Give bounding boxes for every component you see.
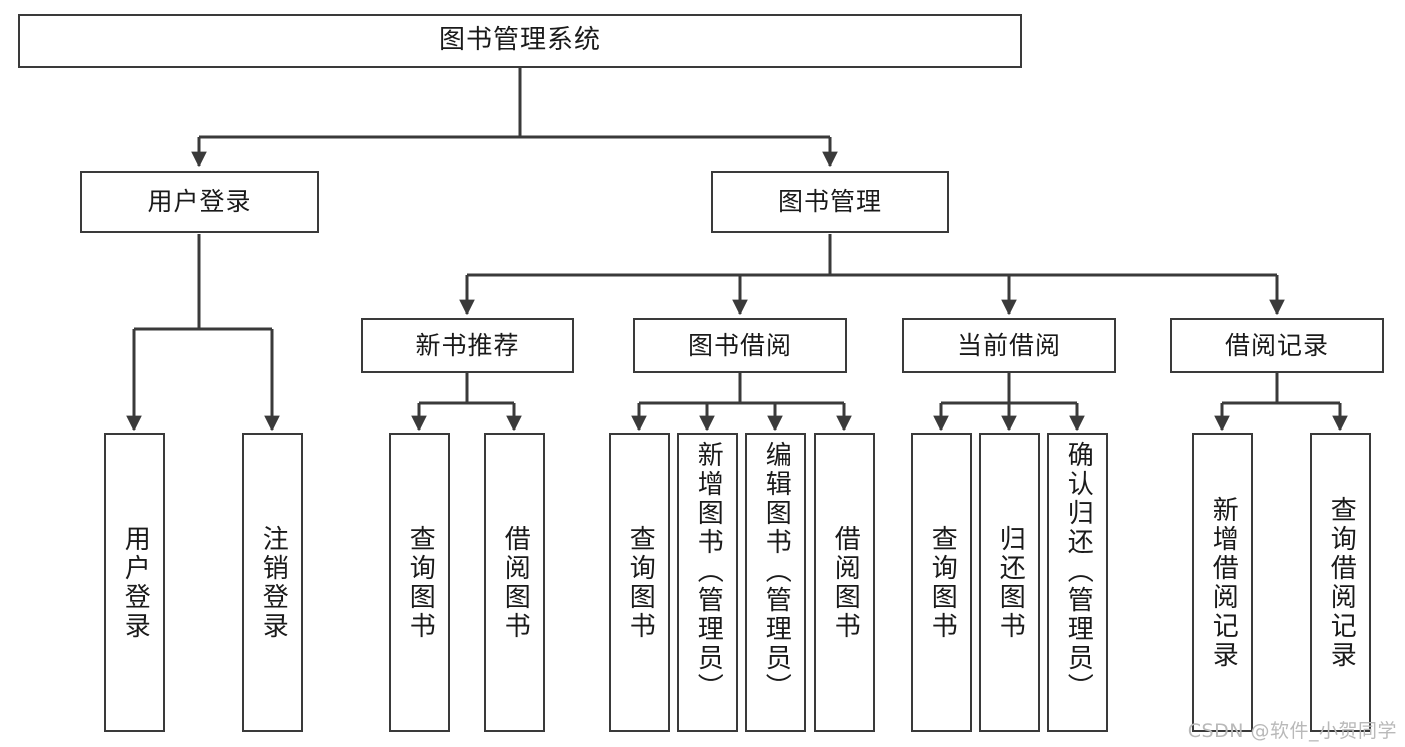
node-label: 注销登录	[258, 524, 289, 641]
node-current-borrow[interactable]: 当前借阅	[902, 318, 1116, 373]
node-label: 编辑图书（管理员）	[761, 441, 792, 702]
node-leaf-return-books[interactable]: 归还图书	[979, 433, 1040, 732]
node-label: 图书管理	[777, 187, 882, 216]
node-label: 查询图书	[405, 524, 436, 641]
node-label: 当前借阅	[956, 330, 1061, 360]
node-leaf-query-books-borrow[interactable]: 查询图书	[609, 433, 670, 732]
node-leaf-query-books-newbook[interactable]: 查询图书	[389, 433, 450, 732]
csdn-watermark: CSDN @软件_小贺同学	[1187, 720, 1397, 742]
node-leaf-query-borrow-record[interactable]: 查询借阅记录	[1310, 433, 1371, 732]
node-borrow-records[interactable]: 借阅记录	[1170, 318, 1384, 373]
node-leaf-add-borrow-record[interactable]: 新增借阅记录	[1192, 433, 1253, 732]
node-label: 新增借阅记录	[1208, 495, 1239, 670]
node-leaf-borrow-books-newbook[interactable]: 借阅图书	[484, 433, 545, 732]
node-user-login[interactable]: 用户登录	[80, 171, 319, 233]
node-book-borrow[interactable]: 图书借阅	[633, 318, 847, 373]
node-label: 查询图书	[625, 524, 656, 641]
node-label: 新书推荐	[415, 330, 520, 360]
node-leaf-edit-book-admin[interactable]: 编辑图书（管理员）	[745, 433, 806, 732]
node-leaf-user-login[interactable]: 用户登录	[104, 433, 165, 732]
node-label: 用户登录	[147, 187, 252, 216]
node-label: 查询借阅记录	[1326, 495, 1357, 670]
node-leaf-borrow-books-borrow[interactable]: 借阅图书	[814, 433, 875, 732]
node-new-book-recommend[interactable]: 新书推荐	[361, 318, 574, 373]
node-label: 归还图书	[995, 524, 1026, 641]
node-root-book-management-system[interactable]: 图书管理系统	[18, 14, 1022, 68]
node-label: 图书管理系统	[438, 25, 601, 56]
node-leaf-logout[interactable]: 注销登录	[242, 433, 303, 732]
node-label: 查询图书	[927, 524, 958, 641]
node-label: 借阅记录	[1224, 330, 1329, 360]
node-label: 图书借阅	[687, 330, 792, 360]
node-label: 借阅图书	[830, 524, 861, 641]
node-leaf-query-books-current[interactable]: 查询图书	[911, 433, 972, 732]
node-book-management[interactable]: 图书管理	[711, 171, 949, 233]
node-leaf-add-book-admin[interactable]: 新增图书（管理员）	[677, 433, 738, 732]
node-label: 借阅图书	[500, 524, 531, 641]
node-leaf-confirm-return-admin[interactable]: 确认归还（管理员）	[1047, 433, 1108, 732]
node-label: 用户登录	[120, 524, 151, 641]
node-label: 新增图书（管理员）	[693, 441, 724, 702]
node-label: 确认归还（管理员）	[1063, 441, 1094, 702]
